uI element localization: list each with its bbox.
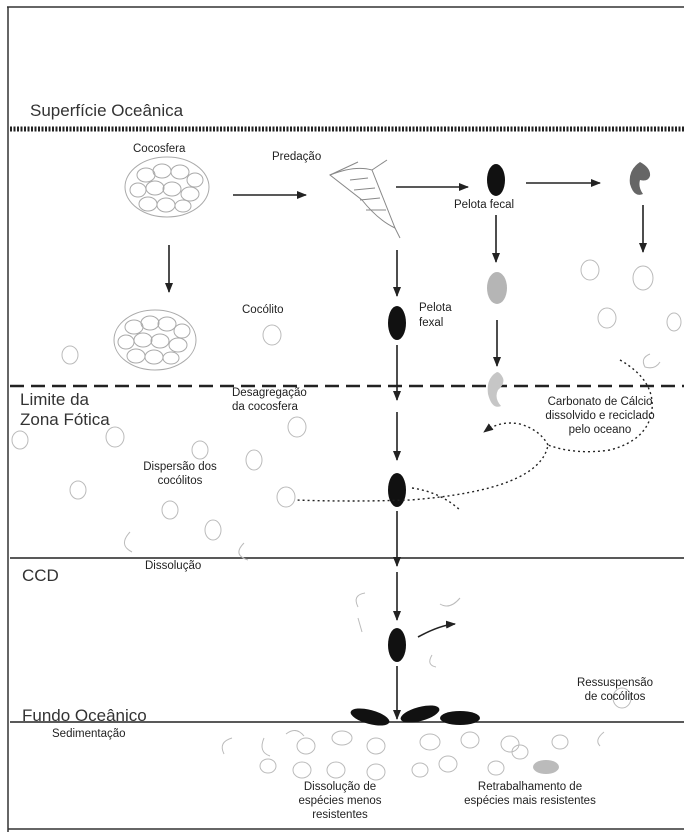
predator-organism bbox=[329, 159, 401, 239]
fecal-pellet-top-label: Pelota fecal bbox=[454, 199, 515, 211]
species-dissolution-label-1: Dissolução de bbox=[303, 781, 377, 793]
coccosphere-label: Cocosfera bbox=[133, 143, 186, 155]
ccd-label: CCD bbox=[22, 566, 59, 585]
fecal-pellet-middle bbox=[388, 306, 406, 340]
photic-limit-label-line1: Limite da bbox=[20, 390, 89, 409]
coccosphere-top bbox=[124, 156, 210, 218]
recycle-path bbox=[294, 359, 653, 502]
carbonate-label-1: Carbonato de Cálcio bbox=[547, 396, 653, 408]
fecal-pellet-ccd bbox=[388, 628, 406, 662]
reworking-label-2: espécies mais resistentes bbox=[464, 795, 596, 807]
carbonate-label-3: pelo oceano bbox=[568, 424, 632, 436]
fecal-pellet-label-2: fexal bbox=[419, 317, 444, 329]
species-dissolution-label-2: espécies menos bbox=[298, 795, 382, 807]
sediment-pellet-right bbox=[440, 711, 480, 725]
dissolution-label: Dissolução bbox=[145, 560, 202, 572]
surface-label: Superfície Oceânica bbox=[30, 101, 184, 120]
reworking-label-1: Retrabalhamento de bbox=[477, 781, 583, 793]
coccosphere-lower bbox=[113, 309, 197, 371]
fecal-pellet-broken-photic bbox=[487, 372, 504, 407]
fecal-pellet-label-1: Pelota bbox=[419, 302, 452, 314]
reworked-coccolith bbox=[533, 760, 559, 774]
resuspension-label-2: de cocólitos bbox=[584, 691, 646, 703]
fecal-pellet-top bbox=[487, 164, 505, 196]
dispersal-label-1: Dispersão dos bbox=[143, 461, 217, 473]
sedimentation-label: Sedimentação bbox=[52, 728, 126, 740]
sediment-pellet-middle bbox=[400, 705, 440, 723]
recycle-path-branch bbox=[483, 422, 549, 446]
photic-limit-label-line2: Zona Fótica bbox=[20, 410, 110, 429]
carbonate-label-2: dissolvido e reciclado bbox=[545, 410, 655, 422]
species-dissolution-label-3: resistentes bbox=[312, 809, 368, 821]
disaggregation-label-1: Desagregação bbox=[232, 387, 307, 399]
scattered-coccoliths bbox=[11, 259, 682, 781]
fecal-pellet-broken-dark bbox=[629, 162, 651, 195]
flow-arrows bbox=[165, 179, 647, 720]
fecal-pellet-gray bbox=[487, 272, 507, 304]
coccolith-label: Cocólito bbox=[242, 304, 284, 316]
dispersal-label-2: cocólitos bbox=[157, 475, 203, 487]
predation-label: Predação bbox=[272, 151, 322, 163]
ocean-floor-label: Fundo Oceânico bbox=[22, 706, 147, 725]
fecal-pellet-dispersal bbox=[388, 473, 406, 507]
disaggregation-label-2: da cocosfera bbox=[232, 401, 298, 413]
resuspension-label-1: Ressuspensão bbox=[576, 677, 654, 689]
sediment-pellet-left bbox=[350, 708, 390, 726]
